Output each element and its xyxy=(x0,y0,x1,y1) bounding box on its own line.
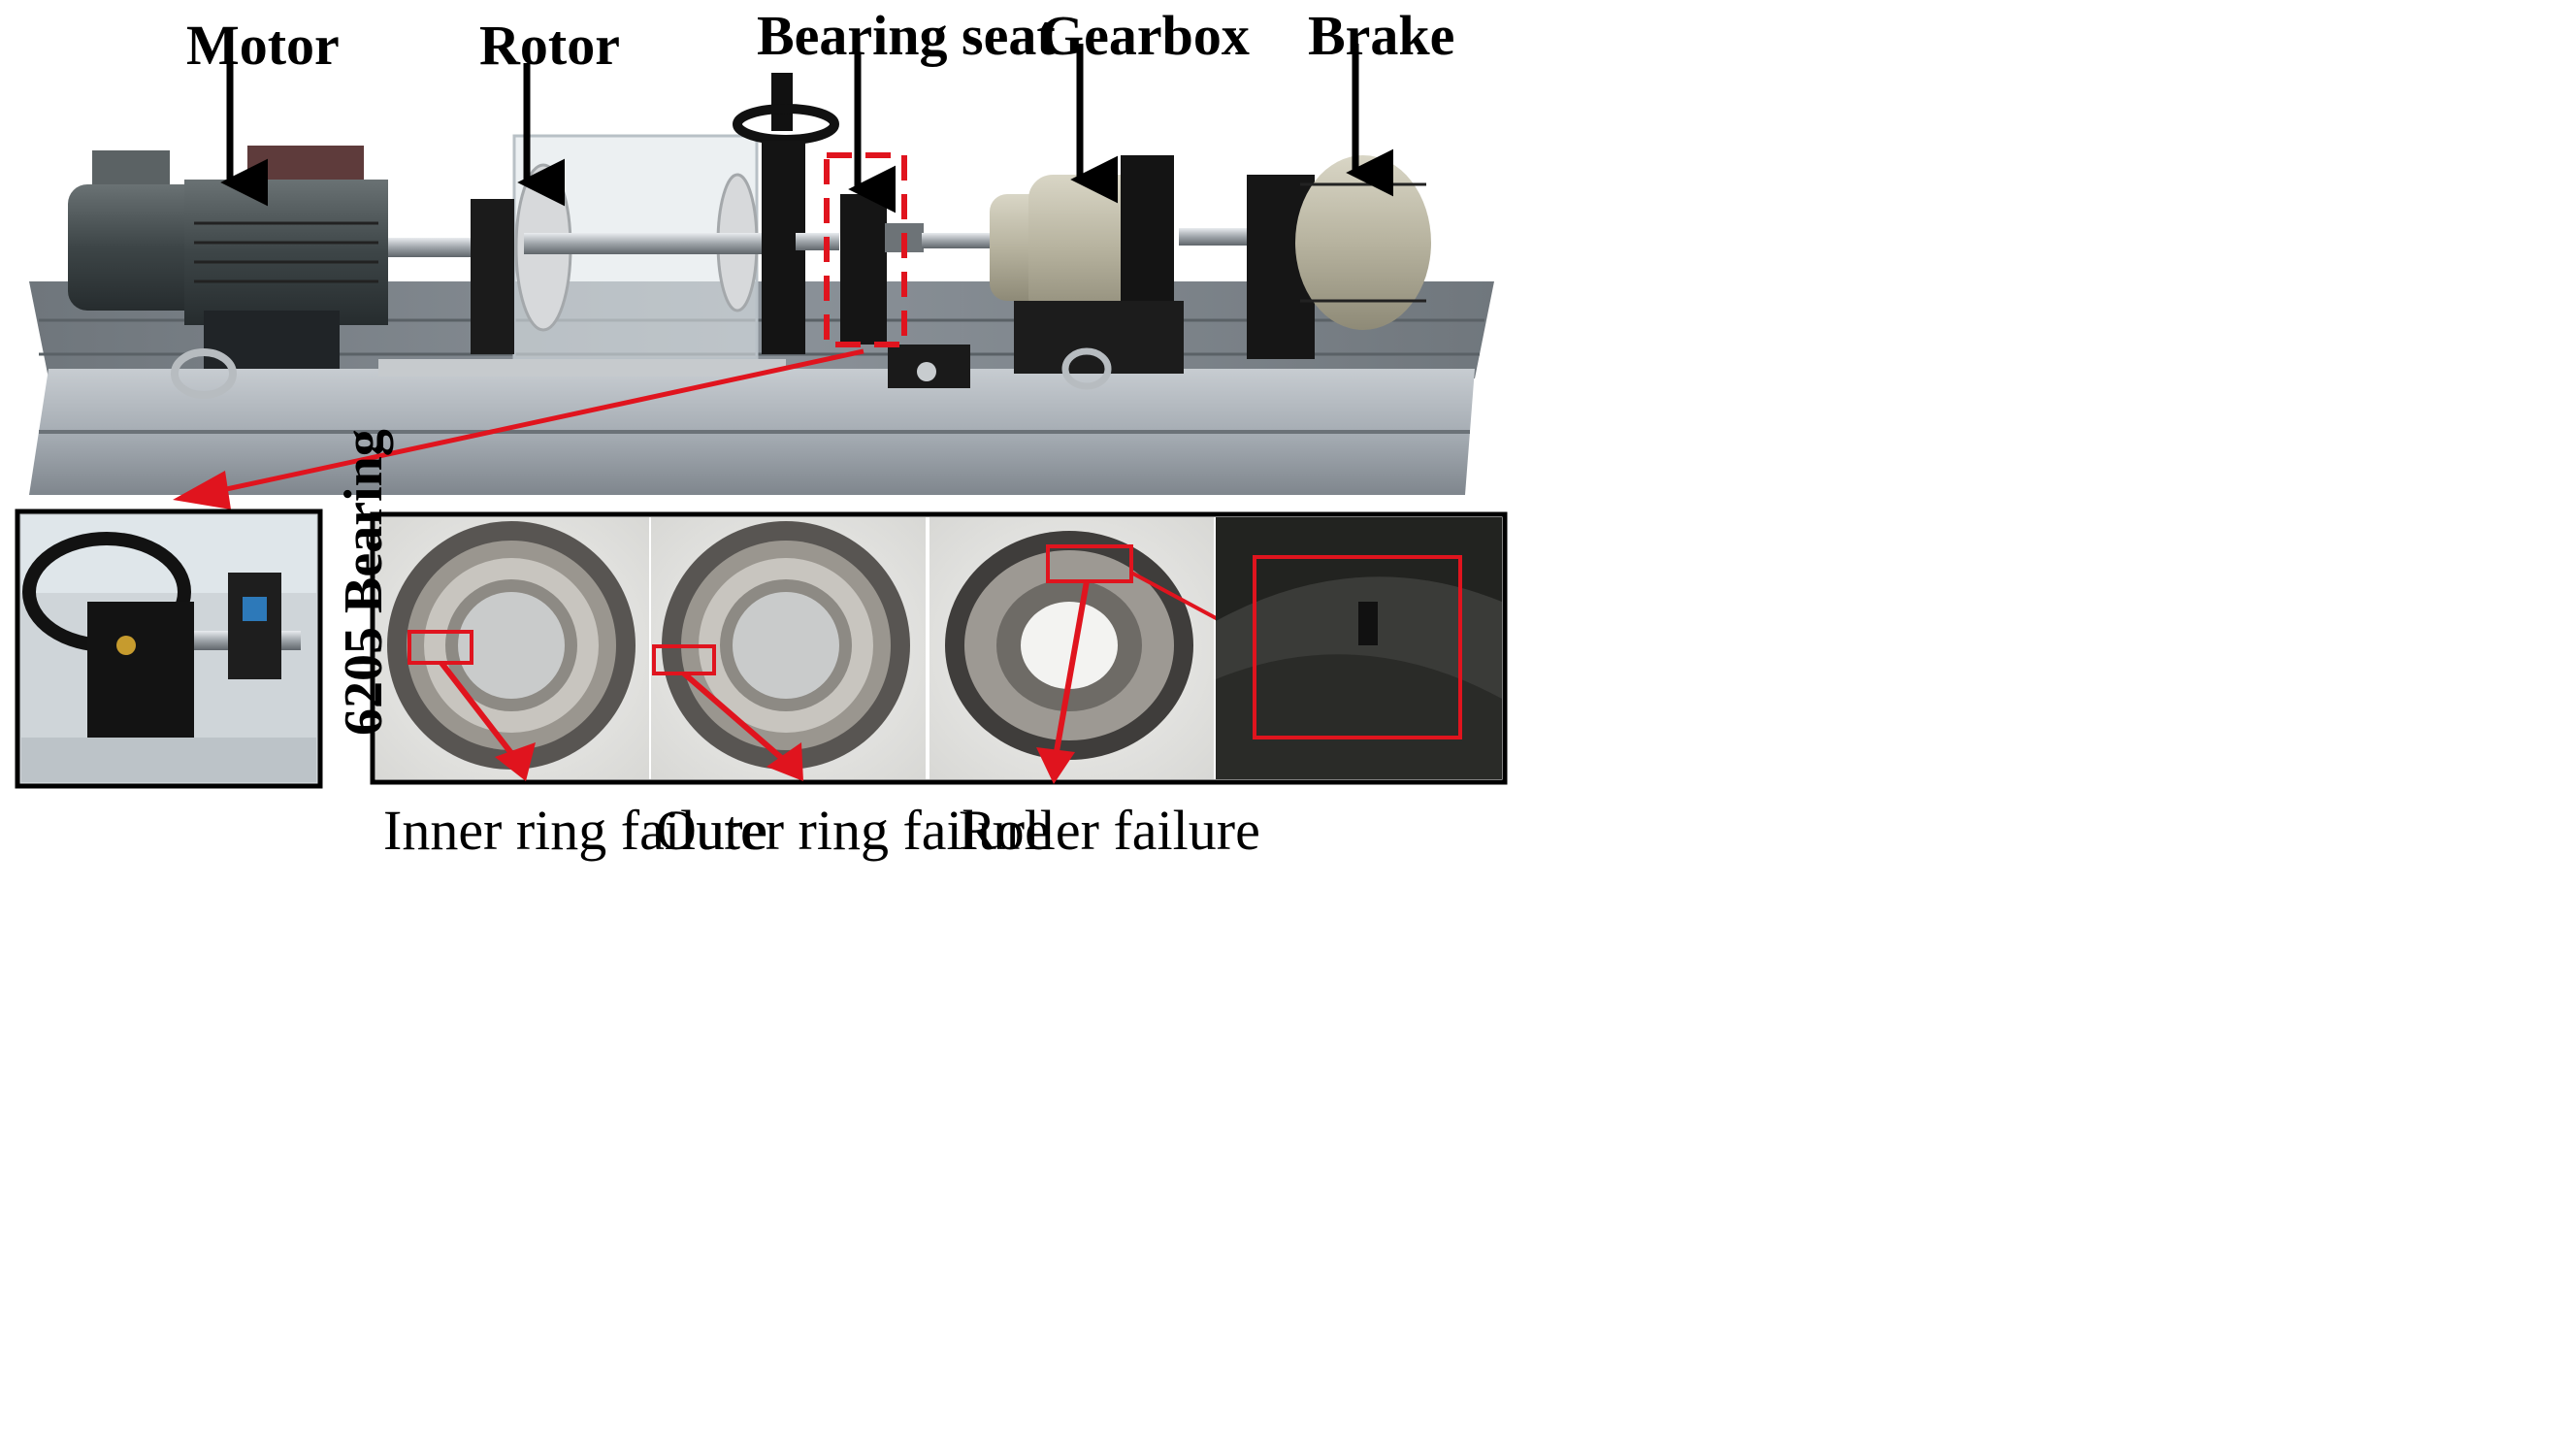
bearing-seat-illustration xyxy=(840,194,970,388)
outer-ring-failure-caption: Outer ring failure xyxy=(656,799,1050,862)
bearing-seat-zoom-photo xyxy=(15,509,323,789)
gearbox-label: Gearbox xyxy=(1040,4,1250,67)
outer-ring-bearing-photo xyxy=(651,517,926,781)
brake-illustration xyxy=(1179,155,1431,359)
bearing-seat-highlight xyxy=(824,152,907,347)
roller-zoom-photo xyxy=(1216,517,1502,779)
bearing-model-label: 6205 Bearing xyxy=(334,429,394,736)
zoom-arrow xyxy=(173,348,864,509)
rotor-label: Rotor xyxy=(479,14,620,77)
roller-bearing-photo xyxy=(929,517,1258,784)
inner-ring-bearing-photo xyxy=(375,517,649,781)
brake-label: Brake xyxy=(1308,4,1455,67)
motor-illustration xyxy=(68,146,475,399)
motor-label: Motor xyxy=(186,14,340,77)
roller-failure-caption: Roller failure xyxy=(959,799,1260,862)
bearing-photo-strip xyxy=(370,511,1508,785)
component-arrows xyxy=(220,44,1394,213)
gearbox-illustration xyxy=(922,155,1184,390)
bearing-seat-label: Bearing seat xyxy=(757,4,1056,67)
inner-ring-failure-caption: Inner ring failure xyxy=(383,799,768,862)
